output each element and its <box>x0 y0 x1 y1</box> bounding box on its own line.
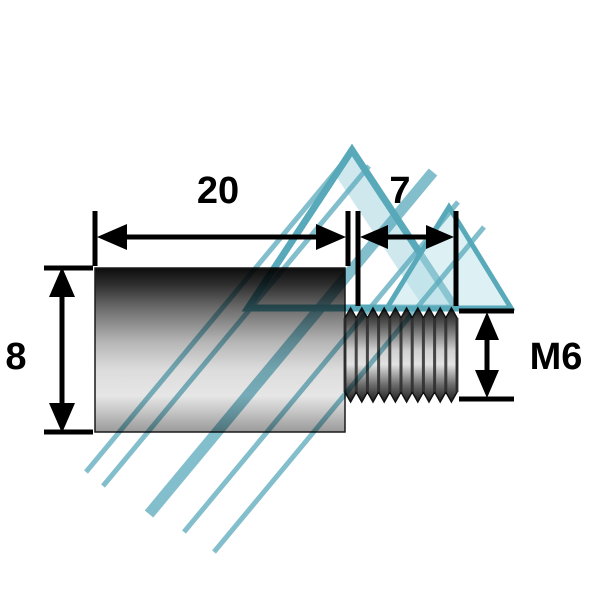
cylinder-body <box>94 267 346 433</box>
watermark-logo <box>84 143 516 554</box>
dimension-label-body-length: 20 <box>197 170 239 212</box>
watermark-triangle-large <box>241 143 463 312</box>
dimension-annotations: 20 7 8 M6 <box>5 170 583 435</box>
arrowhead-up <box>49 267 75 297</box>
dimension-label-body-diameter: 8 <box>5 336 26 378</box>
arrowhead-down <box>49 403 75 433</box>
arrowhead-up <box>475 312 499 340</box>
watermark-triangle-small <box>382 202 516 311</box>
arrowhead-right <box>316 224 346 250</box>
part-drawing <box>94 267 459 433</box>
thread-ridges <box>343 318 459 392</box>
arrowhead-down <box>475 370 499 398</box>
dimension-label-thread-spec: M6 <box>530 336 583 378</box>
watermark-diagonal-stripes <box>84 150 486 554</box>
arrowhead-left <box>97 224 127 250</box>
